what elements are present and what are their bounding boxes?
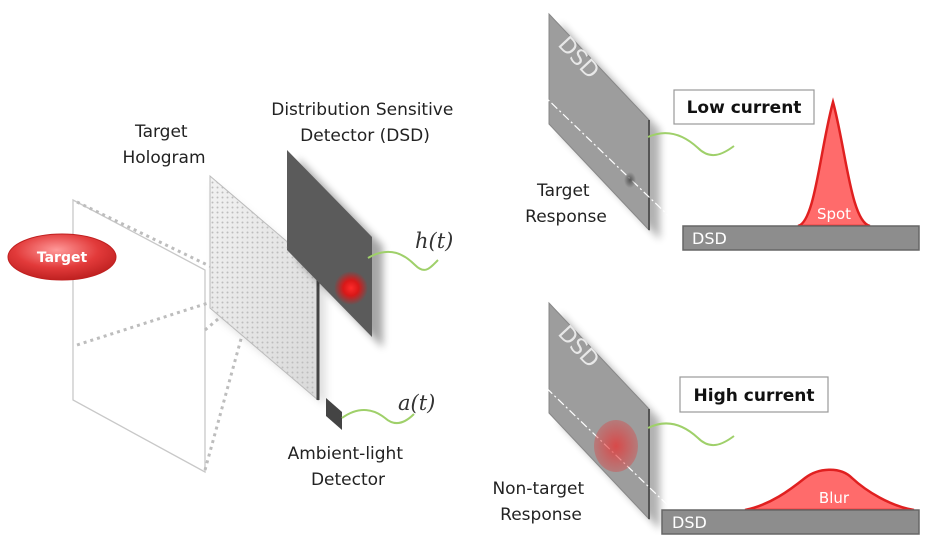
blur-curve: Blur [744,468,915,512]
hologram-label-line2: Hologram [122,148,205,168]
dsd-panel-top: DSD [539,12,676,240]
svg-text:Target Response: Target Response [525,181,607,227]
tiny-spot [624,172,636,188]
ambient-light-detector [326,398,342,430]
target-response-line2: Response [525,207,607,227]
target-box-wireframe [72,198,206,474]
dsd-base-top: DSD [682,225,920,251]
ambient-label-line2: Detector [311,470,385,490]
dsd-label-line1: Distribution Sensitive [271,100,453,120]
target-hologram-panel [209,174,326,406]
blur-label: Blur [819,489,850,507]
low-current-box: Low current [673,89,815,125]
a-signal-wave [341,409,415,425]
svg-text:Distribution Sensitive Det: Distribution Sensitive Detector (DSD) [271,100,459,146]
low-current-label: Low current [687,98,802,118]
nontarget-response-line1: Non-target [492,479,584,499]
svg-text:Target Hologram: Target Hologram [122,122,205,168]
target-response-line1: Target [536,181,590,201]
dsd-base-top-label: DSD [692,229,727,248]
h-signal-label: h(t) [415,229,453,253]
nontarget-response-line2: Response [500,505,582,525]
ambient-label-line1: Ambient-light [288,444,404,464]
svg-text:Non-target Response: Non-target Response [492,479,589,525]
spot-curve: Spot [797,97,871,228]
red-spot-left [334,271,368,305]
a-signal-label: a(t) [398,391,435,415]
svg-text:Ambient-light Detector: Ambient-light Detector [288,444,409,490]
high-current-label: High current [694,386,815,406]
blur-spot [594,420,638,472]
spot-label: Spot [817,205,851,223]
bottom-signal-wave [647,422,735,447]
dsd-panel-left [287,150,383,348]
dsd-base-bottom: DSD [661,509,920,535]
target-ellipse: Target [7,233,117,281]
hologram-label-line1: Target [134,122,188,142]
target-label: Target [37,250,88,266]
top-signal-wave [647,132,735,157]
dsd-label-line2: Detector (DSD) [300,126,430,146]
high-current-box: High current [679,376,829,413]
dsd-base-bottom-label: DSD [672,513,707,532]
h-signal-wave [367,250,439,271]
